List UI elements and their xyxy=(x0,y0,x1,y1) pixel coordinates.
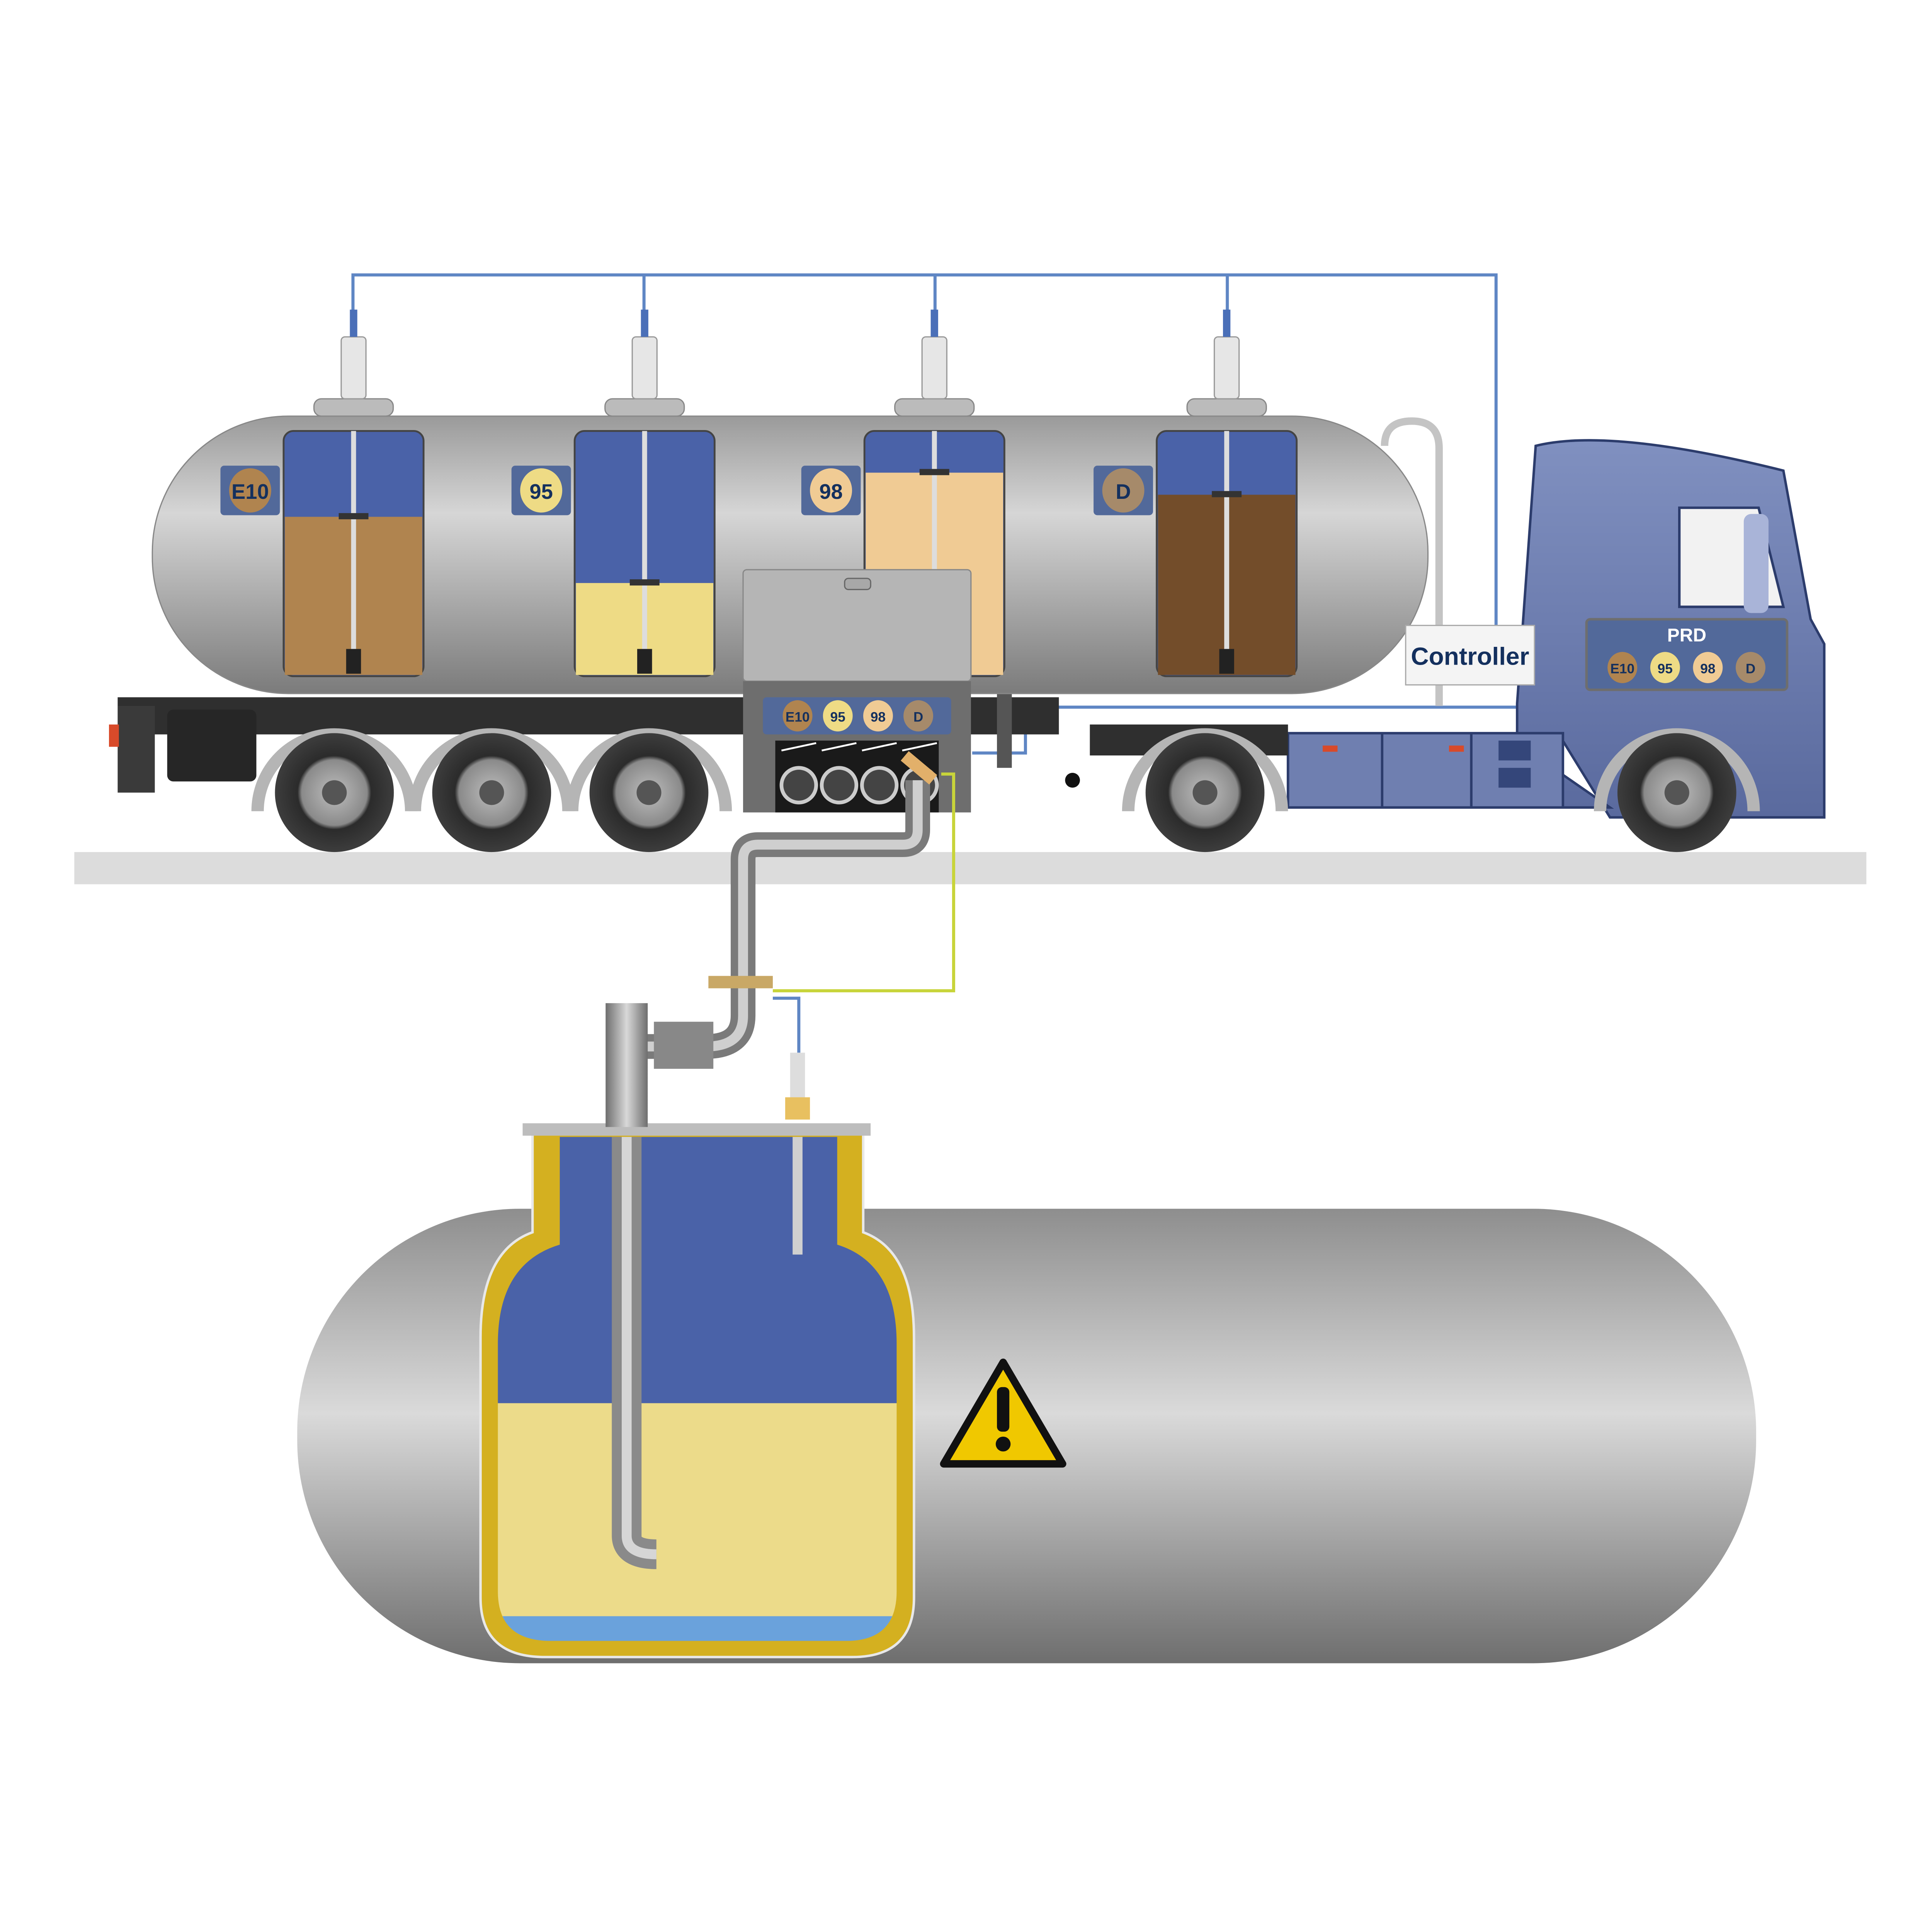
valve-box: E10 95 98 D xyxy=(742,569,972,813)
badge-95: 95 xyxy=(823,700,853,731)
badge-label: 95 xyxy=(529,480,553,503)
probe-float xyxy=(1212,491,1242,497)
badge-98: 98 xyxy=(1693,652,1723,683)
badge-95: 95 xyxy=(1650,652,1680,683)
switch-icon xyxy=(781,742,816,752)
badge-98: 98 xyxy=(810,468,852,513)
level-probe xyxy=(1224,431,1230,651)
fill-pipe xyxy=(605,751,937,1569)
water-layer xyxy=(498,1616,897,1641)
badge-98: 98 xyxy=(863,700,893,731)
wheel xyxy=(408,728,575,852)
sensor-head xyxy=(1186,310,1267,417)
badge-label: E10 xyxy=(1610,661,1634,676)
ground xyxy=(74,852,1867,884)
probe-float xyxy=(919,469,949,475)
valve-box-badges: E10 95 98 D xyxy=(782,700,934,731)
trailer-chassis xyxy=(109,693,1059,793)
badge-d: D xyxy=(903,700,934,731)
badge-label: 98 xyxy=(1700,661,1715,676)
controller-box[interactable]: Controller xyxy=(1405,624,1535,686)
compartment-label: 95 xyxy=(511,466,571,515)
compartment-label: 98 xyxy=(801,466,861,515)
switch-icon xyxy=(821,742,857,752)
probe-float xyxy=(629,579,660,586)
wheel xyxy=(566,728,732,852)
fuel-level xyxy=(498,1403,897,1620)
controller-label: Controller xyxy=(1411,643,1529,670)
badge-label: E10 xyxy=(786,709,810,724)
level-probe xyxy=(351,431,356,651)
badge-d: D xyxy=(1102,468,1145,513)
compartment-label: E10 xyxy=(220,466,280,515)
switch-icon xyxy=(862,742,897,752)
outlet-coupler[interactable] xyxy=(779,766,818,804)
badge-label: D xyxy=(913,709,923,724)
badge-d: D xyxy=(1735,652,1765,683)
compartment-e10 xyxy=(282,430,425,677)
badge-label: D xyxy=(1116,480,1131,503)
outlet-coupler[interactable] xyxy=(820,766,859,804)
truck-cab xyxy=(1065,439,1826,819)
compartment-d xyxy=(1156,430,1298,677)
badge-e10: E10 xyxy=(229,468,271,513)
underground-tank xyxy=(297,1123,1756,1663)
ladder xyxy=(1381,417,1443,706)
wheel xyxy=(1594,728,1760,852)
sensor-head xyxy=(604,310,685,417)
compartment-label: D xyxy=(1094,466,1153,515)
badge-95: 95 xyxy=(520,468,563,513)
badge-label: 98 xyxy=(819,480,843,503)
badge-label: 95 xyxy=(1658,661,1673,676)
level-probe xyxy=(793,1137,803,1255)
badge-label: 95 xyxy=(830,709,845,724)
badge-label: 98 xyxy=(871,709,886,724)
sensor-head xyxy=(894,310,975,417)
vapor-space xyxy=(498,1137,897,1406)
probe-float xyxy=(338,513,369,519)
outlet-coupler[interactable] xyxy=(860,766,899,804)
compartment-95 xyxy=(573,430,716,677)
wheel xyxy=(251,728,418,852)
ground-wire xyxy=(773,772,955,1120)
prd-title: PRD xyxy=(1667,625,1706,646)
warning-triangle-icon xyxy=(940,1359,1066,1468)
badge-label: E10 xyxy=(231,480,269,503)
switch-icon xyxy=(902,742,937,752)
prd-panel: PRD E10 95 98 D xyxy=(1585,618,1789,691)
badge-e10: E10 xyxy=(1607,652,1638,683)
sensor-head xyxy=(313,310,394,417)
wheel xyxy=(1122,728,1288,852)
level-probe xyxy=(642,431,647,651)
wheels xyxy=(251,728,1760,852)
badge-e10: E10 xyxy=(782,700,813,731)
badge-label: D xyxy=(1746,661,1755,676)
